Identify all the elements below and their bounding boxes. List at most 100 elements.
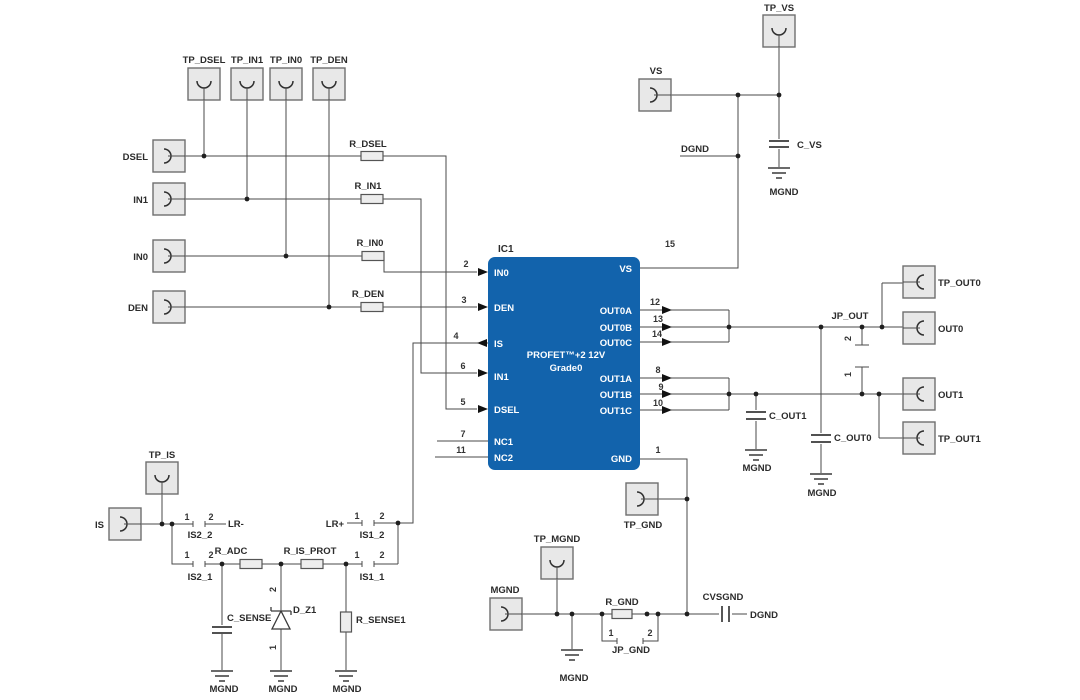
connector-out0[interactable]: OUT0 bbox=[902, 311, 963, 345]
connector-label: OUT0 bbox=[938, 324, 963, 335]
resistor-label: R_IS_PROT bbox=[284, 546, 337, 557]
connector-label: IS bbox=[95, 520, 104, 531]
jumper-label: IS1_1 bbox=[360, 572, 386, 583]
jumper-pin: 1 bbox=[354, 511, 359, 521]
testpoint-tp-mgnd[interactable]: TP_MGND bbox=[534, 534, 581, 580]
jumper-jp-gnd[interactable]: 1 2 JP_GND bbox=[608, 628, 652, 656]
connector-label: VS bbox=[650, 66, 663, 77]
pin-number: 10 bbox=[653, 398, 663, 408]
ground-symbols: MGND MGND MGND MGND MGND MGND MGND bbox=[209, 167, 837, 695]
capacitor-c-sense[interactable]: C_SENSE bbox=[227, 613, 271, 624]
resistor-r-in1[interactable]: R_IN1 bbox=[355, 181, 384, 205]
ic1-pin-out1a: OUT1A bbox=[600, 374, 632, 385]
pin-number: 1 bbox=[655, 445, 660, 455]
jumper-label: JP_GND bbox=[612, 645, 650, 656]
testpoint-tp-in0[interactable]: TP_IN0 bbox=[269, 55, 303, 101]
jumper-is2-2[interactable]: 1 2 IS2_2 bbox=[184, 512, 213, 541]
capacitor-cvsgnd[interactable]: CVSGND bbox=[703, 592, 744, 603]
jumper-pin: 2 bbox=[208, 550, 213, 560]
capacitor-label: C_OUT1 bbox=[769, 411, 807, 422]
pin-number: 2 bbox=[463, 259, 468, 269]
ic1-body[interactable] bbox=[488, 257, 640, 470]
connector-label: TP_OUT1 bbox=[938, 434, 981, 445]
connector-tp-gnd[interactable]: TP_GND bbox=[624, 482, 663, 531]
mgnd-label: MGND bbox=[332, 684, 361, 695]
connector-in1[interactable]: IN1 bbox=[133, 182, 186, 216]
testpoint-tp-vs[interactable]: TP_VS bbox=[762, 3, 796, 48]
testpoint-tp-den[interactable]: TP_DEN bbox=[310, 55, 348, 101]
resistor-r-in0[interactable]: R_IN0 bbox=[357, 238, 385, 262]
testpoint-label: TP_IS bbox=[149, 450, 175, 461]
jumper-is1-1[interactable]: 1 2 IS1_1 bbox=[354, 550, 385, 583]
pin-number: 9 bbox=[658, 382, 663, 392]
mgnd-label: MGND bbox=[209, 684, 238, 695]
ic1-title-line2: Grade0 bbox=[550, 363, 583, 374]
ic1-pin-out0b: OUT0B bbox=[600, 323, 632, 334]
ic1-pin-out0a: OUT0A bbox=[600, 306, 632, 317]
jumper-label: IS2_2 bbox=[188, 530, 213, 541]
testpoint-label: TP_DEN bbox=[310, 55, 348, 66]
ic1-chip[interactable]: IC1 PROFET™+2 12V Grade0 IN0 DEN IS IN1 … bbox=[488, 244, 640, 470]
jumper-pin: 1 bbox=[184, 512, 189, 522]
jumper-pin: 2 bbox=[379, 550, 384, 560]
connector-tp-out1[interactable]: TP_OUT1 bbox=[902, 421, 981, 455]
resistor-r-is-prot[interactable]: R_IS_PROT bbox=[284, 546, 337, 570]
pin-number: 12 bbox=[650, 297, 660, 307]
diode-d-z1[interactable]: 2 D_Z1 1 bbox=[268, 587, 317, 650]
mgnd-label: MGND bbox=[769, 187, 798, 198]
capacitor-c-vs[interactable]: C_VS bbox=[797, 140, 822, 151]
connector-out1[interactable]: OUT1 bbox=[902, 377, 964, 411]
pin-number: 5 bbox=[460, 397, 465, 407]
jumper-pin: 2 bbox=[843, 336, 853, 341]
connector-tp-out0[interactable]: TP_OUT0 bbox=[902, 265, 981, 299]
resistor-r-sense1[interactable]: R_SENSE1 bbox=[339, 611, 407, 633]
jumper-pin: 1 bbox=[843, 372, 853, 377]
resistor-r-gnd[interactable]: R_GND bbox=[605, 597, 639, 620]
connector-den[interactable]: DEN bbox=[128, 290, 186, 324]
ic1-title-line1: PROFET™+2 12V bbox=[527, 350, 606, 361]
connector-mgnd[interactable]: MGND bbox=[489, 585, 523, 631]
ic1-ref-label: IC1 bbox=[498, 244, 514, 255]
diode-label: D_Z1 bbox=[293, 605, 317, 616]
ic1-pin-vs: VS bbox=[619, 264, 632, 275]
jumper-pin: 2 bbox=[647, 628, 652, 638]
capacitor-label: CVSGND bbox=[703, 592, 744, 603]
ic1-pin-out1c: OUT1C bbox=[600, 406, 632, 417]
connector-vs[interactable]: VS bbox=[638, 66, 672, 112]
capacitor-c-out1[interactable]: C_OUT1 bbox=[769, 411, 807, 422]
junction-dots bbox=[159, 92, 885, 617]
testpoint-label: TP_IN0 bbox=[270, 55, 302, 66]
jumper-is2-1[interactable]: 1 2 IS2_1 bbox=[184, 550, 213, 583]
jumper-pin: 1 bbox=[354, 550, 359, 560]
capacitor-label: C_SENSE bbox=[227, 613, 271, 624]
connector-dsel[interactable]: DSEL bbox=[123, 139, 186, 173]
resistor-r-dsel[interactable]: R_DSEL bbox=[349, 139, 387, 162]
pin-number: 11 bbox=[456, 445, 466, 455]
jumper-jp-out[interactable]: JP_OUT 2 1 bbox=[832, 311, 869, 377]
ic1-pin-in0: IN0 bbox=[494, 268, 509, 279]
net-label-dgnd-top: DGND bbox=[681, 144, 709, 155]
testpoint-tp-in1[interactable]: TP_IN1 bbox=[230, 55, 264, 101]
capacitor-label: C_VS bbox=[797, 140, 822, 151]
pin-number: 7 bbox=[460, 429, 465, 439]
jumper-is1-2[interactable]: 1 2 IS1_2 bbox=[354, 511, 384, 541]
resistor-r-adc[interactable]: R_ADC bbox=[215, 546, 263, 570]
net-labels: DGND DGND LR- LR+ bbox=[228, 144, 778, 621]
connector-is[interactable]: IS bbox=[95, 507, 142, 541]
mgnd-label: MGND bbox=[559, 673, 588, 684]
connector-label: OUT1 bbox=[938, 390, 964, 401]
connector-label: TP_GND bbox=[624, 520, 663, 531]
ic1-pin-out0c: OUT0C bbox=[600, 338, 632, 349]
capacitor-c-out0[interactable]: C_OUT0 bbox=[834, 433, 871, 444]
testpoint-tp-is[interactable]: TP_IS bbox=[145, 450, 179, 495]
connector-in0[interactable]: IN0 bbox=[133, 239, 186, 273]
resistor-r-den[interactable]: R_DEN bbox=[352, 289, 384, 313]
mgnd-label: MGND bbox=[268, 684, 297, 695]
testpoint-tp-dsel[interactable]: TP_DSEL bbox=[183, 55, 226, 101]
jumper-label: IS2_1 bbox=[188, 572, 214, 583]
connector-label: TP_OUT0 bbox=[938, 278, 981, 289]
jumper-label: JP_OUT bbox=[832, 311, 869, 322]
connector-label: DSEL bbox=[123, 152, 149, 163]
resistor-label: R_IN1 bbox=[355, 181, 383, 192]
